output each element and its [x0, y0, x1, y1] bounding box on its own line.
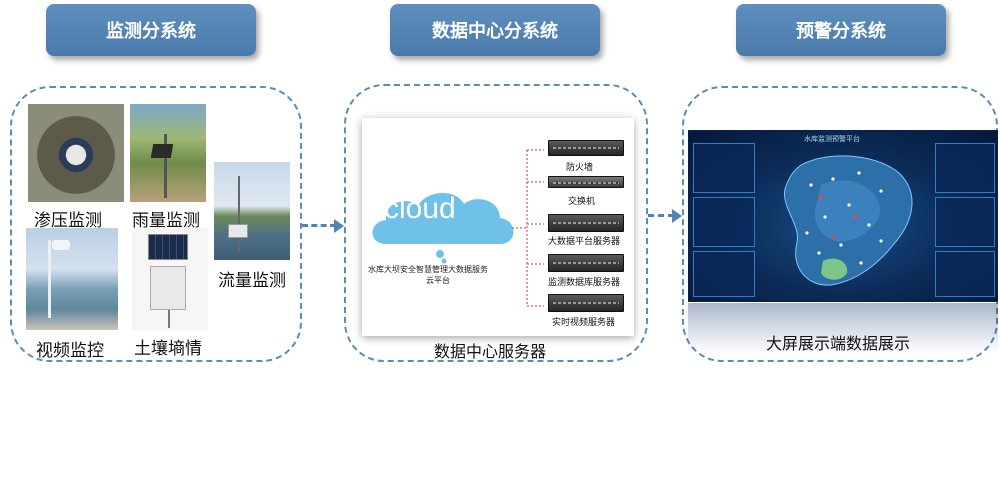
data-center-caption: 数据中心服务器 [434, 342, 547, 361]
switch-label: 交换机 [568, 197, 596, 207]
rainfall-photo [130, 104, 206, 202]
firewall-device [548, 140, 624, 156]
screen-left-panel-top [693, 143, 755, 193]
monitoring-db-server-label: 监测数据库服务器 [548, 278, 621, 288]
data-center-group [344, 84, 648, 362]
video-server-device [548, 294, 624, 312]
header-monitoring: 监测分系统 [46, 4, 256, 56]
arrow-monitoring-to-data-center [302, 224, 336, 227]
switch-device [548, 176, 624, 188]
platform-line-2: 云平台 [426, 276, 450, 285]
screen-right-panel-top [935, 143, 995, 193]
bigdata-server-label: 大数据平台服务器 [548, 237, 621, 247]
video-photo [26, 228, 118, 330]
cloud-icon [372, 192, 514, 264]
seepage-photo [28, 104, 124, 202]
firewall-label: 防火墙 [566, 163, 594, 173]
flow-photo [214, 162, 290, 260]
screen-right-panel-mid [935, 197, 995, 247]
cloud-word: cloud [384, 192, 456, 225]
video-server-label: 实时视频服务器 [552, 318, 616, 328]
monitoring-db-server-device [548, 254, 624, 272]
video-caption: 视频监控 [36, 341, 104, 361]
screen-left-panel-mid [693, 197, 755, 247]
header-data-center: 数据中心分系统 [390, 4, 600, 56]
network-connectors [512, 149, 544, 307]
header-warning: 预警分系统 [736, 4, 946, 56]
reservoir-map [784, 155, 913, 286]
flow-caption: 流量监测 [218, 271, 286, 291]
platform-line-1: 水库大坝安全智慧管理大数据服务 [368, 265, 488, 274]
big-screen-display: 水库监测预警平台 [688, 130, 998, 302]
data-center-panel: cloud 水库大坝安全智慧管理大数据服务 云平台 防火墙 交换机 大数据平台服… [362, 118, 634, 336]
screen-right-panel-bottom [935, 251, 995, 297]
arrow-head-1 [334, 219, 344, 233]
monitoring-group [10, 86, 302, 362]
warning-caption: 大屏展示端数据展示 [766, 334, 911, 353]
soil-photo [132, 228, 208, 330]
screen-left-panel-bottom [693, 251, 755, 297]
arrow-data-center-to-warning [648, 214, 674, 217]
screen-reflection [688, 303, 998, 353]
soil-caption: 土壤墒情 [134, 339, 202, 359]
arrow-head-2 [672, 209, 682, 223]
screen-title: 水库监测预警平台 [804, 135, 860, 143]
bigdata-server-device [548, 214, 624, 232]
rainfall-caption: 雨量监测 [132, 211, 200, 231]
seepage-caption: 渗压监测 [34, 211, 102, 231]
